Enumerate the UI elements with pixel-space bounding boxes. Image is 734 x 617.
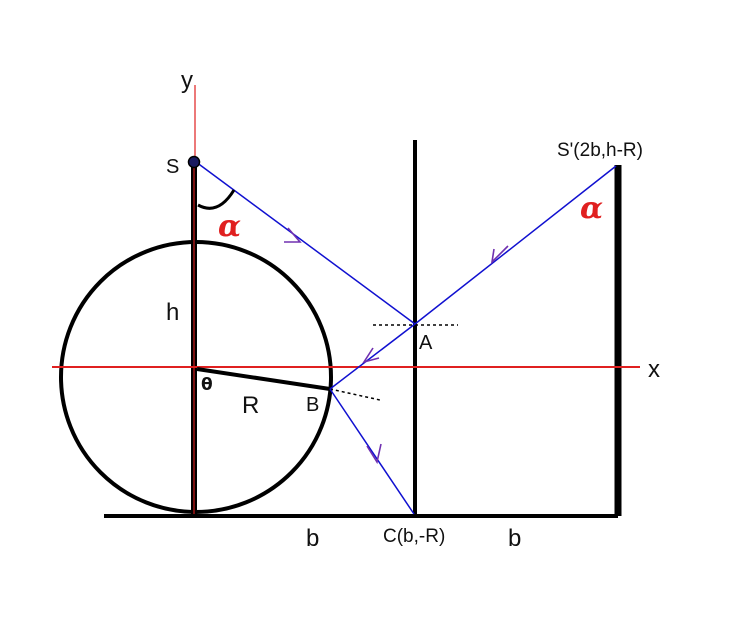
point-a-label: A (419, 332, 433, 354)
arrow-image-to-a (490, 245, 509, 265)
point-b-label: B (306, 394, 319, 416)
angle-alpha-right: α (580, 191, 603, 226)
distance-b-right: b (508, 525, 521, 552)
angle-arc-s (197, 189, 236, 210)
source-point (187, 155, 201, 169)
height-label: h (166, 299, 179, 326)
source-label: S (166, 156, 179, 178)
point-c-label: C(b,-R) (383, 526, 445, 547)
y-axis-label: y (181, 67, 193, 94)
ray-a-to-b (329, 323, 416, 390)
normal-at-b (329, 388, 381, 401)
arrow-s-to-a (284, 227, 302, 243)
ray-image-to-a (414, 165, 617, 325)
image-source-label: S'(2b,h-R) (557, 140, 643, 161)
arrow-b-to-c (366, 443, 382, 465)
angle-alpha-left: α (218, 209, 241, 244)
ray-b-to-c (329, 388, 415, 515)
distance-b-left: b (306, 525, 319, 552)
theta-label: θ (201, 375, 213, 395)
x-axis-label: x (648, 356, 660, 383)
ray-s-to-a (195, 161, 416, 325)
radius-line (196, 367, 331, 391)
radius-label: R (242, 392, 259, 419)
arrow-a-to-b (362, 347, 380, 364)
